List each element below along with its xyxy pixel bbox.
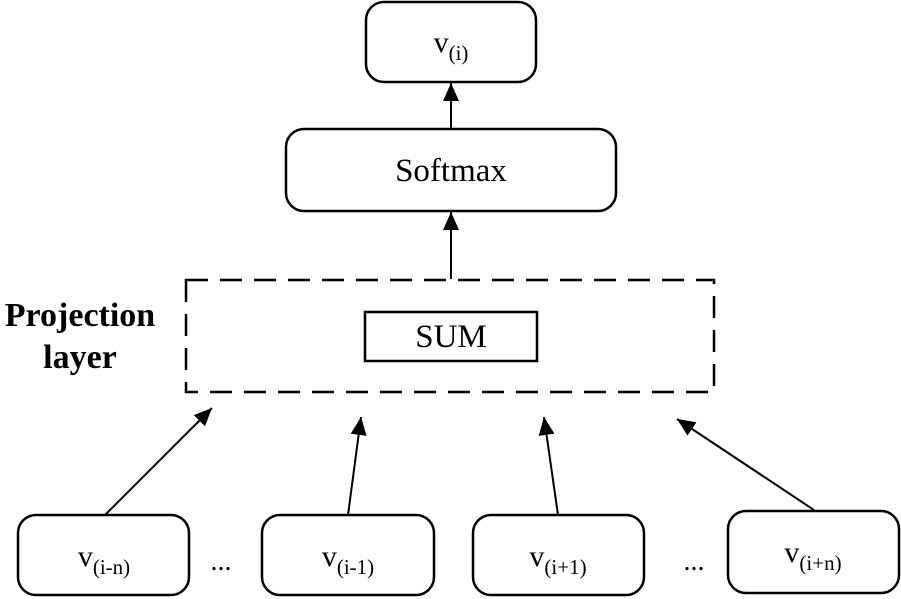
ellipsis-right: ... xyxy=(684,546,705,577)
svg-text:v(i-1): v(i-1) xyxy=(322,540,374,579)
svg-text:v(i+n): v(i+n) xyxy=(784,536,841,575)
output-node: v(i) xyxy=(364,0,538,84)
output-node-base: v xyxy=(434,26,449,59)
softmax-label: Softmax xyxy=(395,153,507,189)
softmax-node: Softmax xyxy=(284,127,618,213)
arrow-input-1 xyxy=(104,407,213,516)
arrow-input-3 xyxy=(538,416,559,516)
svg-text:v(i-n): v(i-n) xyxy=(78,540,130,579)
input-node: v(i+1) xyxy=(471,513,646,597)
projection-layer-label-line1: Projection xyxy=(5,297,156,334)
ellipsis-left: ... xyxy=(211,546,232,577)
arrow-input-4 xyxy=(676,418,815,511)
svg-text:v(i+1): v(i+1) xyxy=(529,540,586,579)
input-node: v(i-n) xyxy=(16,513,191,597)
sum-label: SUM xyxy=(415,319,487,355)
sum-box xyxy=(363,310,539,363)
input-node: v(i+n) xyxy=(726,509,901,595)
projection-layer: SUM xyxy=(184,278,716,394)
svg-text:v(i): v(i) xyxy=(434,26,469,65)
output-node-sub: (i) xyxy=(449,41,469,65)
input-node: v(i-1) xyxy=(260,513,436,597)
projection-layer-label-line2: layer xyxy=(43,339,117,376)
arrow-input-2 xyxy=(347,416,367,516)
